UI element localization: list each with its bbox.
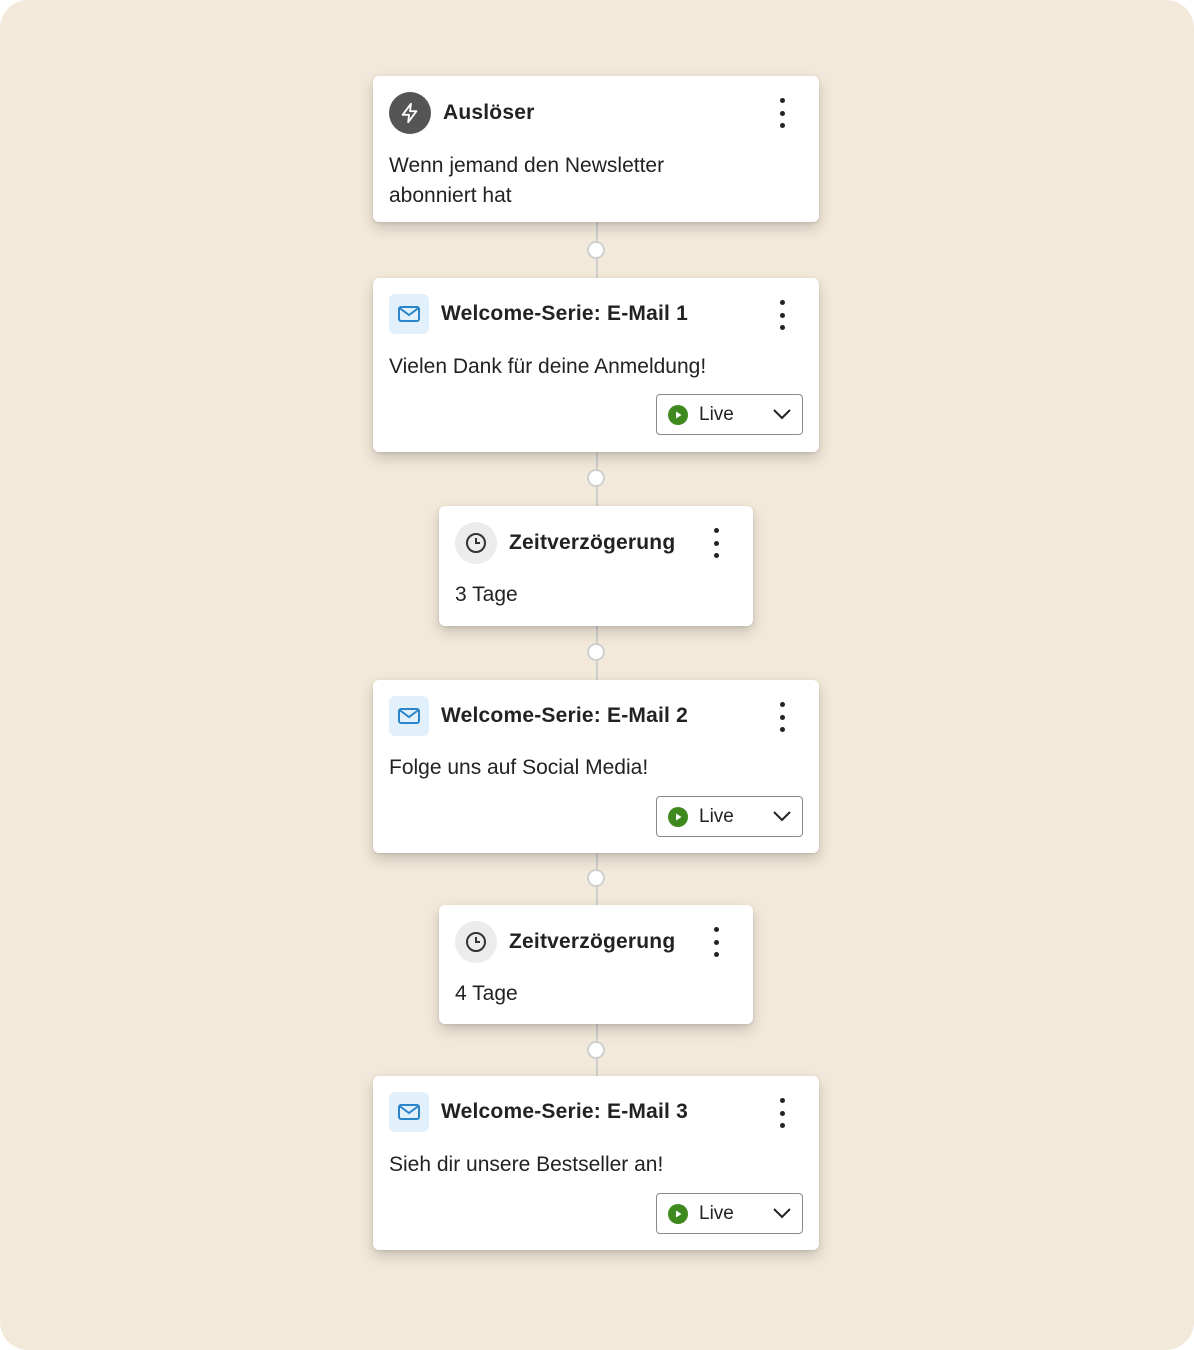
status-label: Live <box>699 805 734 827</box>
email-step-card[interactable]: Welcome-Serie: E-Mail 1 Vielen Dank für … <box>373 278 819 452</box>
card-description: Folge uns auf Social Media! <box>389 756 649 779</box>
trigger-card[interactable]: Auslöser Wenn jemand den Newsletter abon… <box>373 76 819 222</box>
description-line: abonniert hat <box>389 184 512 207</box>
more-options-icon[interactable] <box>774 702 790 732</box>
status-dropdown[interactable]: Live <box>656 1193 803 1234</box>
lightning-icon <box>389 92 431 134</box>
status-dropdown[interactable]: Live <box>656 796 803 837</box>
status-label: Live <box>699 403 734 425</box>
envelope-icon <box>389 294 429 334</box>
chevron-down-icon <box>773 1208 791 1219</box>
card-title: Auslöser <box>443 101 535 124</box>
clock-icon <box>455 522 497 564</box>
description-line: Wenn jemand den Newsletter <box>389 154 665 177</box>
card-description: 3 Tage <box>455 583 518 606</box>
status-label: Live <box>699 1202 734 1224</box>
card-title: Welcome-Serie: E-Mail 3 <box>441 1100 688 1123</box>
delay-step-card[interactable]: Zeitverzögerung 4 Tage <box>439 905 753 1024</box>
card-title: Zeitverzögerung <box>509 930 676 953</box>
add-step-node[interactable] <box>587 241 605 259</box>
envelope-icon <box>389 1092 429 1132</box>
add-step-node[interactable] <box>587 469 605 487</box>
clock-icon <box>455 921 497 963</box>
card-title: Welcome-Serie: E-Mail 1 <box>441 302 688 325</box>
play-icon <box>668 1203 688 1224</box>
play-icon <box>668 806 688 827</box>
card-title: Zeitverzögerung <box>509 531 676 554</box>
email-step-card[interactable]: Welcome-Serie: E-Mail 3 Sieh dir unsere … <box>373 1076 819 1250</box>
card-description: Sieh dir unsere Bestseller an! <box>389 1153 664 1176</box>
delay-step-card[interactable]: Zeitverzögerung 3 Tage <box>439 506 753 626</box>
play-icon <box>668 404 688 425</box>
add-step-node[interactable] <box>587 643 605 661</box>
card-description: Wenn jemand den Newsletter abonniert hat <box>389 151 664 211</box>
more-options-icon[interactable] <box>774 98 790 128</box>
more-options-icon[interactable] <box>708 927 724 957</box>
add-step-node[interactable] <box>587 869 605 887</box>
status-dropdown[interactable]: Live <box>656 394 803 435</box>
more-options-icon[interactable] <box>708 528 724 558</box>
email-step-card[interactable]: Welcome-Serie: E-Mail 2 Folge uns auf So… <box>373 680 819 853</box>
card-description: Vielen Dank für deine Anmeldung! <box>389 355 707 378</box>
chevron-down-icon <box>773 409 791 420</box>
chevron-down-icon <box>773 811 791 822</box>
card-title: Welcome-Serie: E-Mail 2 <box>441 704 688 727</box>
add-step-node[interactable] <box>587 1041 605 1059</box>
card-description: 4 Tage <box>455 982 518 1005</box>
more-options-icon[interactable] <box>774 300 790 330</box>
envelope-icon <box>389 696 429 736</box>
more-options-icon[interactable] <box>774 1098 790 1128</box>
